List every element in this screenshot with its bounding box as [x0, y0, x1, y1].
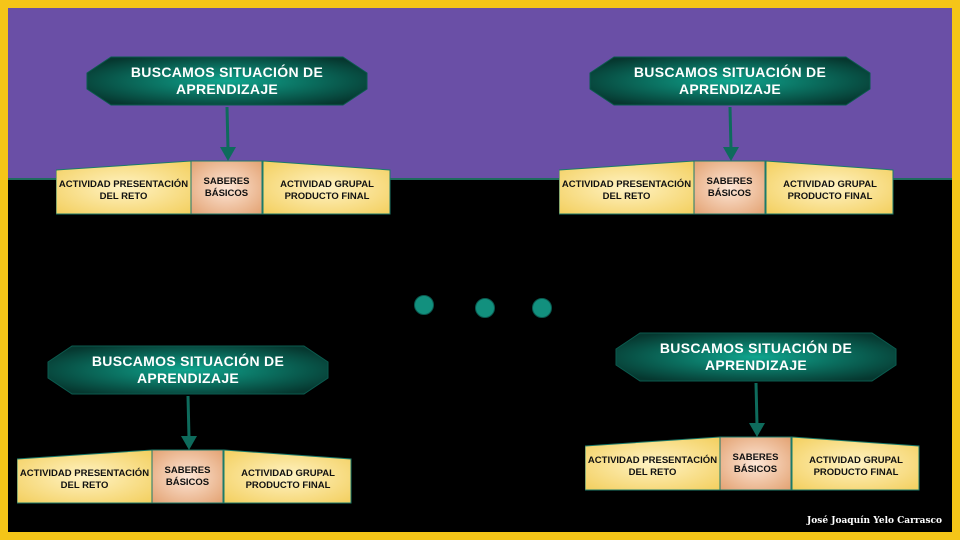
ellipsis-dot: [532, 298, 552, 318]
diagram-group-3: BUSCAMOS SITUACIÓN DE APRENDIZAJE ACTIVI…: [17, 344, 353, 506]
box-basic-knowledge: SABERES BÁSICOS: [164, 465, 211, 488]
banner-shape: [589, 56, 871, 106]
ellipsis-dot: [414, 295, 434, 315]
box-activity-presentation: ACTIVIDAD PRESENTACIÓN DEL RETO: [561, 179, 692, 202]
diagram-shapes: [56, 56, 391, 215]
box-activity-presentation: ACTIVIDAD PRESENTACIÓN DEL RETO: [587, 455, 718, 478]
box-right-shape: [262, 160, 391, 215]
slide: BUSCAMOS SITUACIÓN DE APRENDIZAJE ACTIVI…: [8, 8, 952, 532]
banner-title: BUSCAMOS SITUACIÓN DE APRENDIZAJE: [659, 340, 853, 373]
diagram-group-2: BUSCAMOS SITUACIÓN DE APRENDIZAJE ACTIVI…: [559, 55, 895, 217]
box-group-activity: ACTIVIDAD GRUPAL PRODUCTO FINAL: [783, 179, 877, 202]
author-credit: José Joaquín Yelo Carrasco: [807, 516, 942, 526]
diagram-shapes: [585, 332, 920, 491]
banner-shape: [47, 345, 329, 395]
arrow-head-icon: [181, 436, 197, 450]
box-activity-presentation: ACTIVIDAD PRESENTACIÓN DEL RETO: [58, 179, 189, 202]
box-middle-shape: [693, 160, 766, 215]
arrow-head-icon: [723, 147, 739, 161]
box-right-shape: [223, 449, 352, 504]
box-group-activity: ACTIVIDAD GRUPAL PRODUCTO FINAL: [280, 179, 374, 202]
box-middle-shape: [719, 436, 792, 491]
diagram-group-4: BUSCAMOS SITUACIÓN DE APRENDIZAJE ACTIVI…: [585, 331, 921, 493]
diagram-group-1: BUSCAMOS SITUACIÓN DE APRENDIZAJE ACTIVI…: [56, 55, 392, 217]
box-group-activity: ACTIVIDAD GRUPAL PRODUCTO FINAL: [809, 455, 903, 478]
arrow-head-icon: [220, 147, 236, 161]
box-basic-knowledge: SABERES BÁSICOS: [732, 452, 779, 475]
box-basic-knowledge: SABERES BÁSICOS: [706, 176, 753, 199]
box-basic-knowledge: SABERES BÁSICOS: [203, 176, 250, 199]
box-group-activity: ACTIVIDAD GRUPAL PRODUCTO FINAL: [241, 468, 335, 491]
banner-title: BUSCAMOS SITUACIÓN DE APRENDIZAJE: [91, 353, 285, 386]
box-middle-shape: [190, 160, 263, 215]
box-right-shape: [791, 436, 920, 491]
diagram-shapes: [559, 56, 894, 215]
diagram-shapes: [17, 345, 352, 504]
banner-shape: [86, 56, 368, 106]
banner-shape: [615, 332, 897, 382]
arrow-head-icon: [749, 423, 765, 437]
box-activity-presentation: ACTIVIDAD PRESENTACIÓN DEL RETO: [19, 468, 150, 491]
banner-title: BUSCAMOS SITUACIÓN DE APRENDIZAJE: [633, 64, 827, 97]
box-right-shape: [765, 160, 894, 215]
ellipsis-dot: [475, 298, 495, 318]
banner-title: BUSCAMOS SITUACIÓN DE APRENDIZAJE: [130, 64, 324, 97]
box-middle-shape: [151, 449, 224, 504]
